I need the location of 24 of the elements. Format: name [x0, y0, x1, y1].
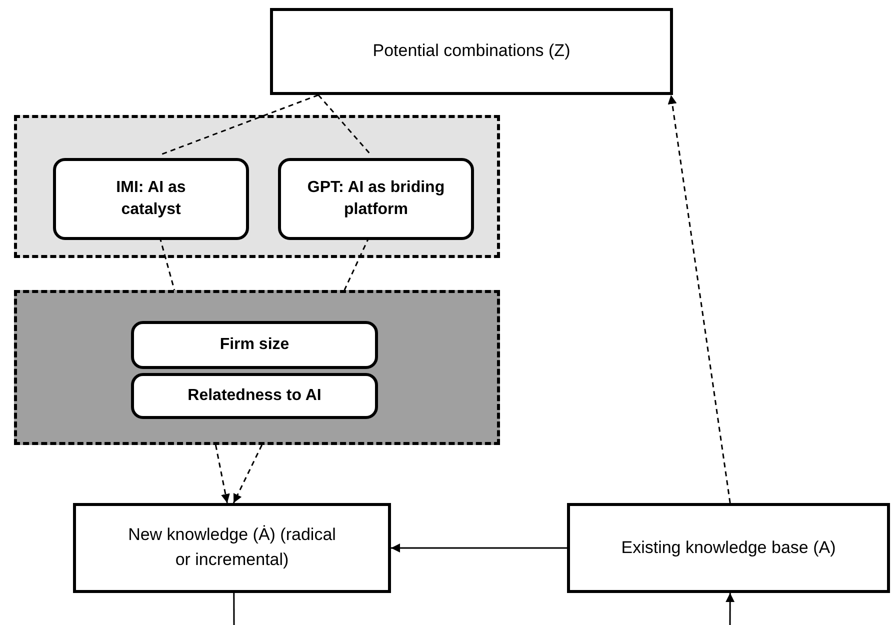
node-label: GPT: AI as briding platform — [306, 178, 446, 220]
node-label: IMI: AI as catalyst — [115, 178, 187, 220]
dashed-group-band — [14, 290, 500, 445]
rounded-box — [278, 158, 474, 240]
arrow — [391, 544, 567, 552]
node-label: Potential combinations (Z) — [372, 40, 570, 62]
node-label: Relatedness to AI — [188, 386, 322, 406]
dashed-group-band — [14, 115, 500, 258]
connector-line — [233, 593, 235, 625]
process-box — [567, 503, 890, 593]
rounded-box — [131, 321, 378, 369]
node-label: Firm size — [220, 335, 290, 356]
arrow — [668, 94, 731, 504]
arrow — [214, 444, 230, 504]
node-label: Existing knowledge base (A) — [621, 536, 836, 559]
process-box — [73, 503, 391, 593]
arrow — [232, 444, 263, 504]
connector-line — [318, 94, 372, 156]
rounded-box — [53, 158, 249, 240]
process-box — [270, 8, 673, 95]
connector-line — [160, 94, 319, 156]
node-label: New knowledge (Ȧ) (radical or incremental) — [127, 524, 337, 571]
arrow — [726, 593, 735, 625]
rounded-box — [131, 373, 378, 419]
